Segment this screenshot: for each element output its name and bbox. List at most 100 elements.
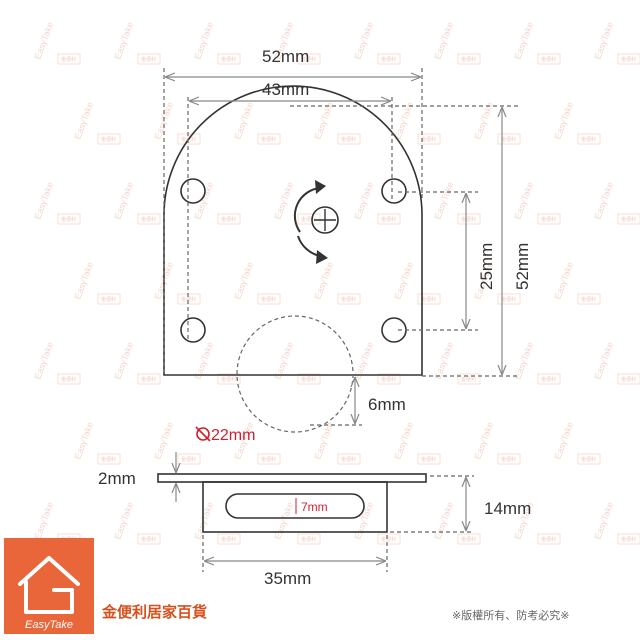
watermark-brand: EasyTake (552, 421, 575, 461)
watermark-brand: EasyTake (552, 261, 575, 301)
dim-hole-spacing: 43mm (187, 80, 393, 340)
svg-text:金便利: 金便利 (261, 296, 276, 303)
svg-text:金便利: 金便利 (461, 376, 476, 383)
svg-text:金便利: 金便利 (421, 456, 436, 463)
svg-text:金便利: 金便利 (141, 376, 156, 383)
watermark-stamp: 金便利 (617, 373, 640, 385)
svg-text:金便利: 金便利 (261, 136, 276, 143)
watermark-stamp: 金便利 (497, 133, 521, 145)
dim-bottom-width: 35mm (202, 535, 388, 588)
dim-top-width: 52mm (163, 47, 423, 375)
watermark-brand: EasyTake (192, 501, 215, 541)
watermark-stamp: 金便利 (177, 293, 201, 305)
watermark-stamp: 金便利 (297, 53, 321, 65)
watermark-stamp: 金便利 (617, 533, 640, 545)
svg-text:14mm: 14mm (484, 499, 531, 518)
watermark-brand: EasyTake (592, 181, 615, 221)
plate-side-view (157, 473, 427, 533)
watermark-stamp: 金便利 (537, 213, 561, 225)
svg-text:金便利: 金便利 (541, 216, 556, 223)
copyright-notice: ※版權所有、防考必究※ (452, 609, 570, 622)
svg-text:金便利: 金便利 (381, 376, 396, 383)
svg-text:52mm: 52mm (262, 47, 309, 66)
svg-text:金便利: 金便利 (341, 456, 356, 463)
svg-text:金便利: 金便利 (221, 536, 236, 543)
watermark-brand: EasyTake (32, 501, 55, 541)
watermark-brand: EasyTake (392, 261, 415, 301)
dim-slot-width: 7mm (295, 498, 328, 514)
svg-text:金便利: 金便利 (181, 456, 196, 463)
watermark-stamp: 金便利 (537, 373, 561, 385)
svg-text:金便利: 金便利 (341, 136, 356, 143)
watermark-stamp: 金便利 (297, 213, 321, 225)
svg-text:金便利: 金便利 (381, 56, 396, 63)
svg-text:金便利: 金便利 (501, 296, 516, 303)
svg-text:金便利: 金便利 (221, 376, 236, 383)
watermark-stamp: 金便利 (57, 373, 81, 385)
watermark-brand: EasyTake (32, 341, 55, 381)
watermark-stamp: 金便利 (417, 293, 441, 305)
watermark-brand: EasyTake (72, 421, 95, 461)
watermark-stamp: 金便利 (217, 373, 241, 385)
svg-text:金便利: 金便利 (181, 296, 196, 303)
svg-text:金便利: 金便利 (101, 136, 116, 143)
svg-text:金便利: 金便利 (301, 216, 316, 223)
watermark-stamp: 金便利 (57, 53, 81, 65)
svg-text:金便利: 金便利 (501, 136, 516, 143)
watermark-stamp: 金便利 (97, 453, 121, 465)
svg-text:金便利: 金便利 (461, 56, 476, 63)
watermark-brand: EasyTake (592, 501, 615, 541)
watermark-brand: EasyTake (232, 261, 255, 301)
svg-text:金便利: 金便利 (301, 56, 316, 63)
watermark-stamp: 金便利 (57, 213, 81, 225)
svg-text:金便利: 金便利 (421, 296, 436, 303)
svg-text:金便利: 金便利 (621, 536, 636, 543)
watermark-brand: EasyTake (352, 181, 375, 221)
watermark-stamp: 金便利 (377, 533, 401, 545)
svg-text:金便利: 金便利 (341, 296, 356, 303)
watermark-stamp: 金便利 (137, 533, 161, 545)
svg-text:金便利: 金便利 (581, 136, 596, 143)
watermark-brand: EasyTake (592, 341, 615, 381)
brand-name: 金便利居家百貨 (102, 603, 208, 621)
watermark-stamp: 金便利 (337, 133, 361, 145)
watermark-brand: EasyTake (152, 421, 175, 461)
mount-hole (180, 178, 206, 204)
svg-text:金便利: 金便利 (461, 536, 476, 543)
watermark-stamp: 金便利 (377, 373, 401, 385)
svg-text:金便利: 金便利 (221, 216, 236, 223)
watermark-stamp: 金便利 (177, 453, 201, 465)
plate-top-view (163, 85, 423, 433)
svg-text:金便利: 金便利 (541, 376, 556, 383)
svg-text:52mm: 52mm (513, 243, 532, 290)
watermark-brand: EasyTake (272, 181, 295, 221)
watermark-stamp: 金便利 (137, 373, 161, 385)
watermark-brand: EasyTake (592, 21, 615, 61)
watermark-stamp: 金便利 (217, 213, 241, 225)
mount-hole (381, 317, 407, 343)
watermark-brand: EasyTake (32, 181, 55, 221)
watermark-brand: EasyTake (312, 261, 335, 301)
svg-text:金便利: 金便利 (61, 216, 76, 223)
svg-text:金便利: 金便利 (101, 296, 116, 303)
dim-plate-thickness: 2mm (98, 452, 176, 502)
svg-text:35mm: 35mm (264, 569, 311, 588)
watermark-brand: EasyTake (72, 261, 95, 301)
svg-text:金便利: 金便利 (621, 216, 636, 223)
watermark-brand: EasyTake (112, 181, 135, 221)
watermark-brand: EasyTake (392, 421, 415, 461)
watermark-stamp: 金便利 (577, 453, 601, 465)
watermark-brand: EasyTake (472, 101, 495, 141)
watermark-stamp: 金便利 (217, 533, 241, 545)
svg-text:金便利: 金便利 (581, 296, 596, 303)
svg-text:6mm: 6mm (368, 395, 406, 414)
wheel-outline (236, 315, 354, 433)
svg-text:金便利: 金便利 (381, 536, 396, 543)
svg-text:22mm: 22mm (211, 427, 255, 444)
svg-text:25mm: 25mm (477, 243, 496, 290)
dim-circle-diameter: 22mm (195, 426, 255, 444)
watermark-stamp: 金便利 (97, 293, 121, 305)
svg-text:金便利: 金便利 (61, 376, 76, 383)
watermark-stamp: 金便利 (137, 213, 161, 225)
